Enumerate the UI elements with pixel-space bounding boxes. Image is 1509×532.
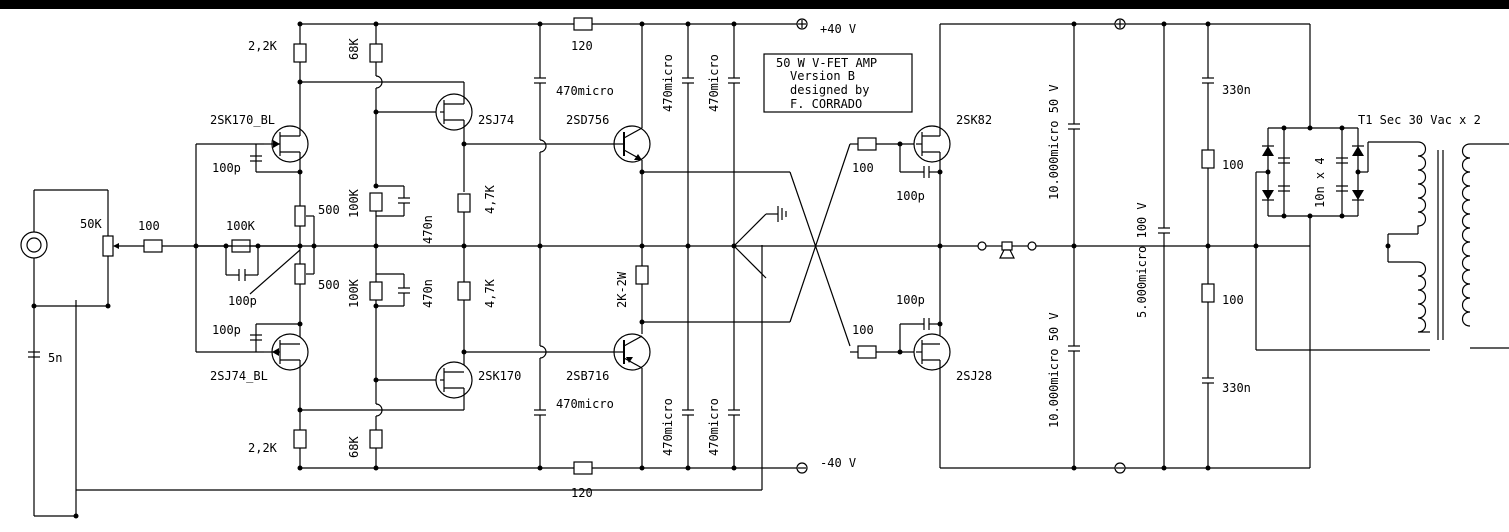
- bjt-2sb716-label: 2SB716: [566, 369, 609, 383]
- resistor-100-psu-top: [1201, 149, 1215, 169]
- resistor-100k-lower: [369, 281, 383, 301]
- resistor-100-psu-bottom-label: 100: [1222, 293, 1244, 307]
- capacitor-5000u-label: 5.000micro 100 V: [1135, 202, 1149, 318]
- transformer-label: T1 Sec 30 Vac x 2: [1358, 113, 1481, 127]
- jfet-2sj74-label: 2SJ74: [478, 113, 514, 127]
- capacitor-100p-feedback-label: 100p: [228, 294, 257, 308]
- capacitor-10000u-bottom-label: 10.000micro 50 V: [1047, 312, 1061, 428]
- negative-rail-label: -40 V: [820, 456, 856, 470]
- jfet-2sk170: [435, 361, 473, 410]
- capacitor-5n: [28, 351, 40, 358]
- potentiometer-500-lower-label: 500: [318, 278, 340, 292]
- resistor-100-gate-top: [857, 137, 877, 151]
- potentiometer-50k-label: 50K: [80, 217, 102, 231]
- resistor-4k7-upper-label: 4,7K: [483, 184, 497, 214]
- title-line-3: designed by: [790, 83, 869, 97]
- resistor-100-input: [143, 239, 163, 253]
- capacitor-470u-bottom-mid-label: 470micro: [661, 398, 675, 456]
- resistor-120-bottom-label: 120: [571, 486, 593, 500]
- resistor-2k2-top-label: 2,2K: [248, 39, 278, 53]
- transformer-t1: [1417, 141, 1509, 349]
- resistor-68k-bottom-label: 68K: [347, 436, 361, 458]
- resistor-4k7-lower-label: 4,7K: [483, 278, 497, 308]
- capacitor-470u-top-left-label: 470micro: [556, 84, 614, 98]
- positive-rail-label: +40 V: [820, 22, 856, 36]
- capacitor-470u-top-mid-label: 470micro: [661, 54, 675, 112]
- resistor-100k-upper: [369, 192, 383, 212]
- title-block: [763, 53, 913, 113]
- title-line-1: 50 W V-FET AMP: [776, 56, 877, 70]
- resistor-120-top-label: 120: [571, 39, 593, 53]
- resistor-100-psu-top-label: 100: [1222, 158, 1244, 172]
- resistor-68k-top-label: 68K: [347, 38, 361, 60]
- jfet-2sk170-bl: [264, 120, 309, 172]
- bjt-2sb716: [613, 333, 651, 468]
- positive-rail: [300, 18, 808, 30]
- capacitor-100p-out-bottom-label: 100p: [896, 293, 925, 307]
- resistor-100-input-label: 100: [138, 219, 160, 233]
- top-border-bar: [0, 0, 1509, 9]
- vfet-2sj28-label: 2SJ28: [956, 369, 992, 383]
- potentiometer-500-upper-label: 500: [318, 203, 340, 217]
- capacitor-470u-top-right-label: 470micro: [707, 54, 721, 112]
- resistor-4k7-upper: [457, 193, 471, 213]
- resistor-120-bottom: [573, 461, 593, 475]
- title-line-4: F. CORRADO: [790, 97, 862, 111]
- title-line-2: Version B: [790, 69, 855, 83]
- speaker-icon: [977, 241, 1037, 259]
- resistor-100-gate-top-label: 100: [852, 161, 874, 175]
- junction-dots: [31, 21, 1391, 519]
- resistor-4k7-lower: [457, 281, 471, 301]
- resistor-2k2-bottom-label: 2,2K: [248, 441, 278, 455]
- bjt-2sd756: [613, 24, 651, 266]
- resistor-2k-2w: [635, 265, 649, 285]
- resistor-120-top: [573, 17, 593, 31]
- resistor-100-psu-bottom: [1201, 283, 1215, 303]
- vfet-2sk82-label: 2SK82: [956, 113, 992, 127]
- jfet-2sj74-bl-label: 2SJ74_BL: [210, 369, 268, 383]
- capacitor-470u-bottom-right-label: 470micro: [707, 398, 721, 456]
- input-jack: [20, 189, 108, 517]
- resistor-2k2-top: [293, 43, 307, 63]
- vfet-2sk82: [913, 24, 951, 340]
- capacitor-5n-label: 5n: [48, 351, 62, 365]
- capacitor-330n-bottom-label: 330n: [1222, 381, 1251, 395]
- resistor-2k2-bottom: [293, 429, 307, 449]
- capacitor-470u-bottom-left-label: 470micro: [556, 397, 614, 411]
- jfet-2sj74: [435, 82, 473, 192]
- capacitor-100p-q2-label: 100p: [212, 323, 241, 337]
- vfet-2sj28: [913, 333, 951, 468]
- negative-rail: [300, 462, 808, 474]
- capacitor-10000u-top-label: 10.000micro 50 V: [1047, 84, 1061, 200]
- resistor-100-gate-bottom-label: 100: [852, 323, 874, 337]
- resistor-68k-top: [369, 43, 383, 63]
- bjt-2sd756-label: 2SD756: [566, 113, 609, 127]
- jfet-2sj74-bl: [264, 333, 309, 430]
- capacitor-100p-out-top-label: 100p: [896, 189, 925, 203]
- capacitor-330n-top-label: 330n: [1222, 83, 1251, 97]
- resistor-68k-bottom: [369, 429, 383, 449]
- capacitor-470n-upper-label: 470n: [421, 215, 435, 244]
- ground-symbol: [766, 206, 787, 222]
- potentiometer-50k: [102, 190, 119, 306]
- potentiometer-500-lower: [294, 263, 306, 285]
- capacitor-470n-lower-label: 470n: [421, 279, 435, 308]
- resistor-100-gate-bottom: [857, 345, 877, 359]
- capacitor-10n-x4-label: 10n x 4: [1313, 157, 1327, 208]
- resistor-100k-upper-label: 100K: [347, 188, 361, 218]
- resistor-100k-lower-label: 100K: [347, 278, 361, 308]
- potentiometer-500-upper: [294, 205, 306, 227]
- jfet-2sk170-label: 2SK170: [478, 369, 521, 383]
- bridge-rectifier: [1256, 127, 1368, 217]
- resistor-2k-2w-label: 2K-2W: [615, 271, 629, 308]
- jfet-2sk170-bl-label: 2SK170_BL: [210, 113, 275, 127]
- resistor-100k-feedback-label: 100K: [226, 219, 256, 233]
- capacitor-100p-q1-label: 100p: [212, 161, 241, 175]
